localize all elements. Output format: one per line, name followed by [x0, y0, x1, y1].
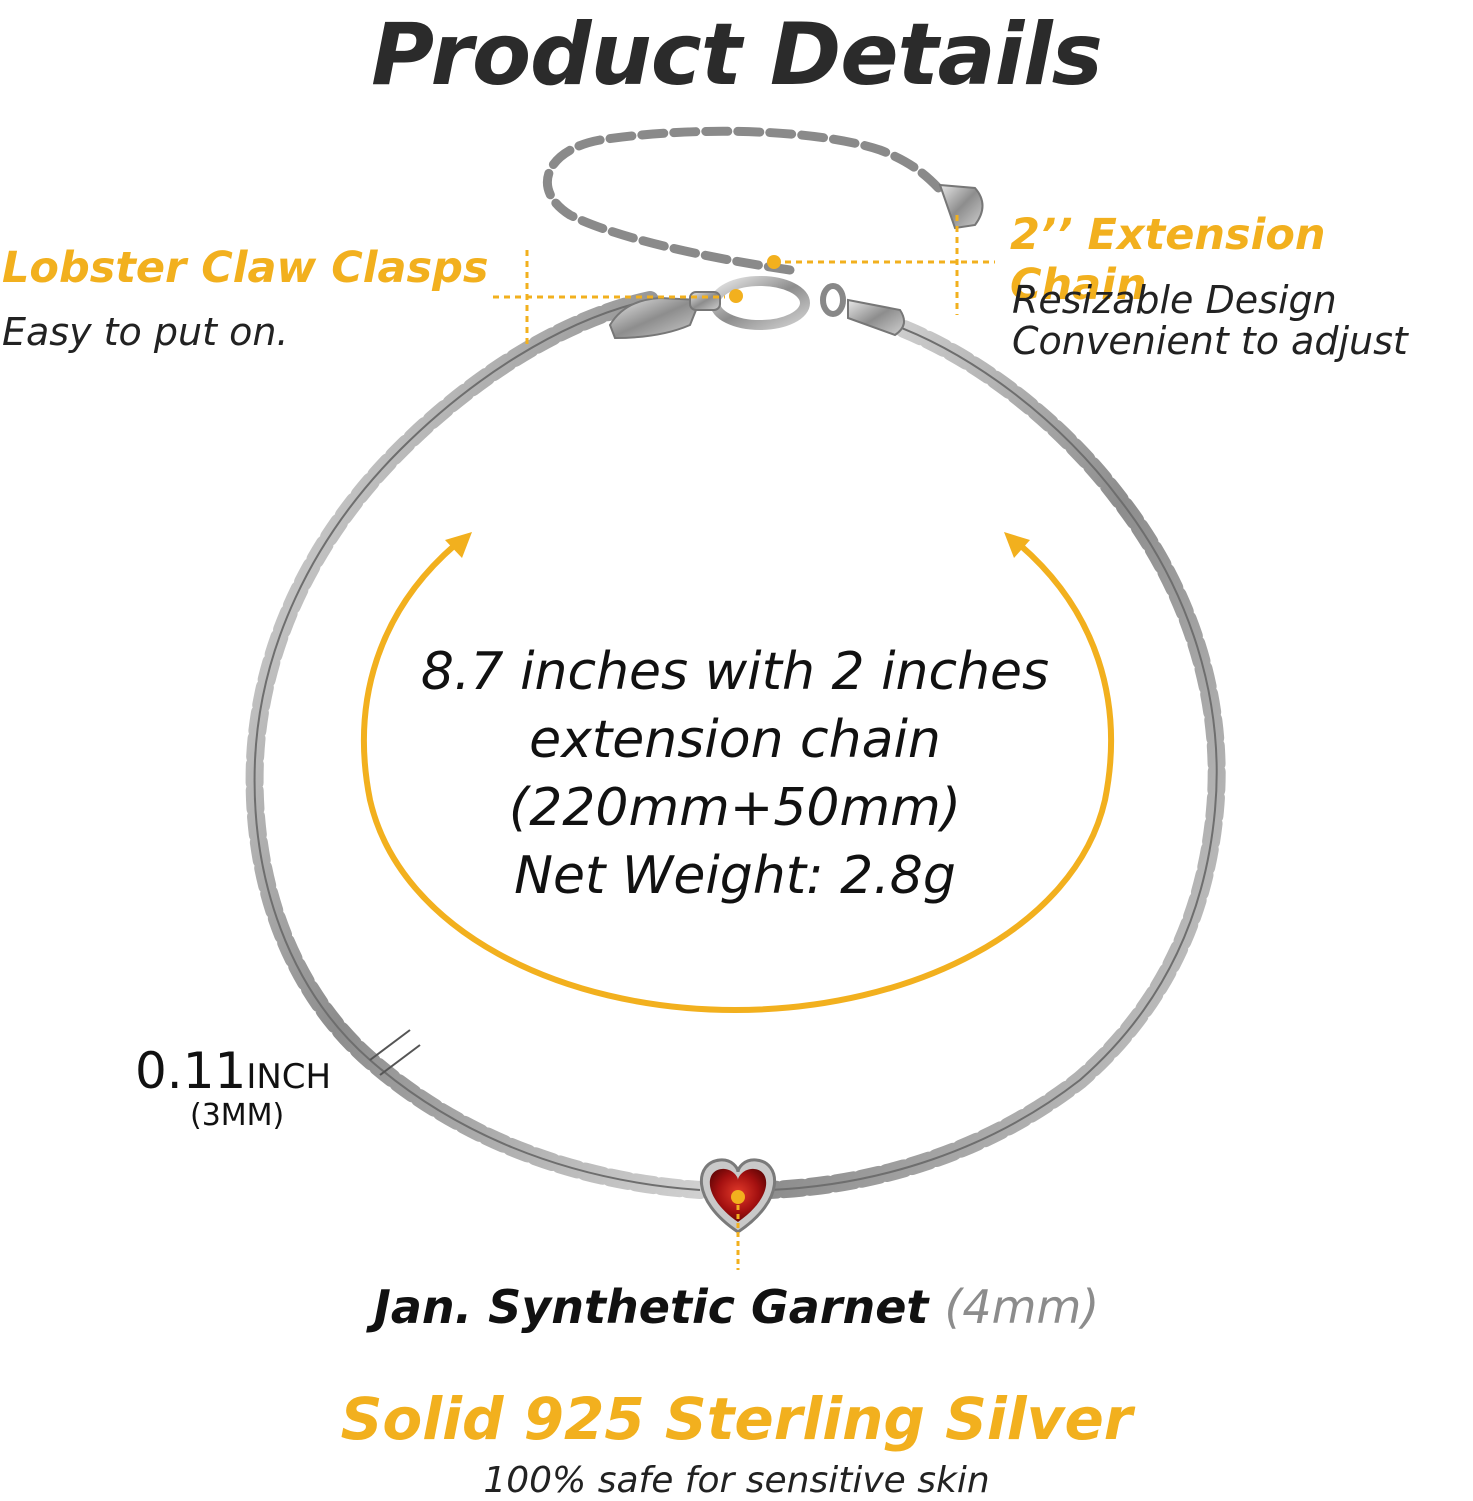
stone-label: Jan. Synthetic Garnet (4mm) — [0, 1280, 1473, 1334]
chain-width: 0.11INCH — [135, 1042, 331, 1100]
arrowhead-left-icon — [445, 532, 472, 558]
extension-subtext-1: Resizable Design — [1012, 278, 1337, 322]
stone-size: (4mm) — [944, 1280, 1100, 1334]
chain-width-mm: (3MM) — [190, 1098, 285, 1133]
material-subtext: 100% safe for sensitive skin — [483, 1460, 990, 1501]
clasp-heading: Lobster Claw Clasps — [2, 243, 489, 293]
page-title: Product Details — [371, 5, 1103, 105]
clasp-subtext: Easy to put on. — [2, 310, 289, 354]
extension-heading: 2’’ Extension Chain — [1010, 210, 1326, 310]
length-line-1: 8.7 inches with 2 inches — [420, 642, 1050, 702]
weight-line: Net Weight: 2.8g — [514, 846, 956, 906]
length-line-2: extension chain — [529, 710, 941, 770]
extension-tag — [938, 183, 984, 230]
length-line-3: (220mm+50mm) — [508, 778, 962, 838]
end-cap — [847, 298, 905, 337]
material-heading: Solid 925 Sterling Silver — [340, 1385, 1133, 1453]
chain-width-value: 0.11 — [135, 1042, 247, 1100]
clasp-tag — [608, 296, 702, 340]
lobster-clasp — [710, 276, 810, 330]
chain-width-unit: INCH — [246, 1057, 332, 1097]
stone-name: Jan. Synthetic Garnet — [373, 1280, 929, 1334]
length-info: 8.7 inches with 2 inches extension chain… — [380, 638, 1090, 910]
extension-chain — [542, 126, 950, 275]
arrowhead-right-icon — [1004, 532, 1030, 558]
length-arc — [361, 542, 1114, 1014]
jump-ring — [820, 283, 846, 317]
extension-subtext-2: Convenient to adjust — [1012, 319, 1408, 363]
